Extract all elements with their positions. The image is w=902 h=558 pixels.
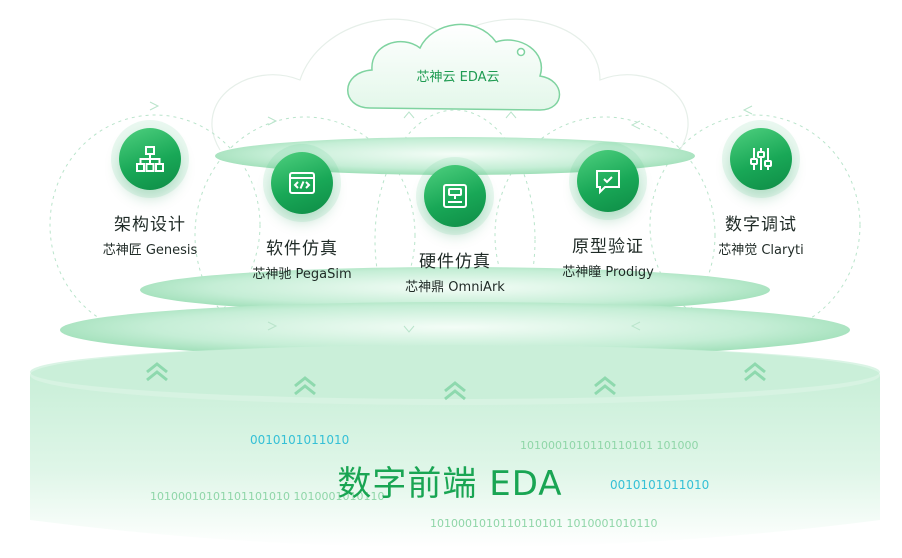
node-software-simulation: 软件仿真 芯神驰 PegaSim	[217, 152, 387, 282]
node-subtitle: 芯神驰 PegaSim	[252, 267, 352, 282]
server-icon	[424, 165, 486, 227]
base-title: 数字前端 EDA	[337, 464, 563, 504]
chevron-up-icon	[294, 376, 316, 396]
node-architecture-design: 架构设计 芯神匠 Genesis	[65, 128, 235, 258]
node-title: 硬件仿真	[419, 252, 491, 272]
node-subtitle: 芯神鼎 OmniArk	[405, 280, 505, 295]
binary-stream: 1010001010110110101 1010001010110	[430, 517, 658, 530]
node-title: 原型验证	[572, 237, 644, 257]
cloud-label: 芯神云 EDA云	[416, 70, 500, 85]
node-title: 数字调试	[725, 215, 797, 235]
node-prototype-verification: 原型验证 芯神瞳 Prodigy	[523, 150, 693, 280]
binary-stream: 10100010101101101010 1010001010110	[150, 490, 385, 503]
binary-stream: 0010101011010	[610, 478, 710, 492]
cloud-shape	[347, 23, 561, 111]
chevron-up-icon	[444, 381, 466, 401]
sliders-icon	[730, 128, 792, 190]
node-title: 架构设计	[114, 215, 186, 235]
code-window-icon	[271, 152, 333, 214]
node-subtitle: 芯神瞳 Prodigy	[562, 265, 654, 280]
chevron-up-icon	[594, 376, 616, 396]
check-message-icon	[577, 150, 639, 212]
node-title: 软件仿真	[266, 239, 338, 259]
chevron-up-icon	[146, 362, 168, 382]
node-subtitle: 芯神匠 Genesis	[102, 243, 198, 258]
binary-stream: 0010101011010	[250, 433, 350, 447]
hierarchy-icon	[119, 128, 181, 190]
binary-stream: 1010001010110110101 101000	[520, 439, 699, 452]
node-subtitle: 芯神觉 Claryti	[718, 243, 804, 258]
node-digital-debug: 数字调试 芯神觉 Claryti	[676, 128, 846, 258]
chevron-up-icon	[744, 362, 766, 382]
node-hardware-emulation: 硬件仿真 芯神鼎 OmniArk	[370, 165, 540, 295]
